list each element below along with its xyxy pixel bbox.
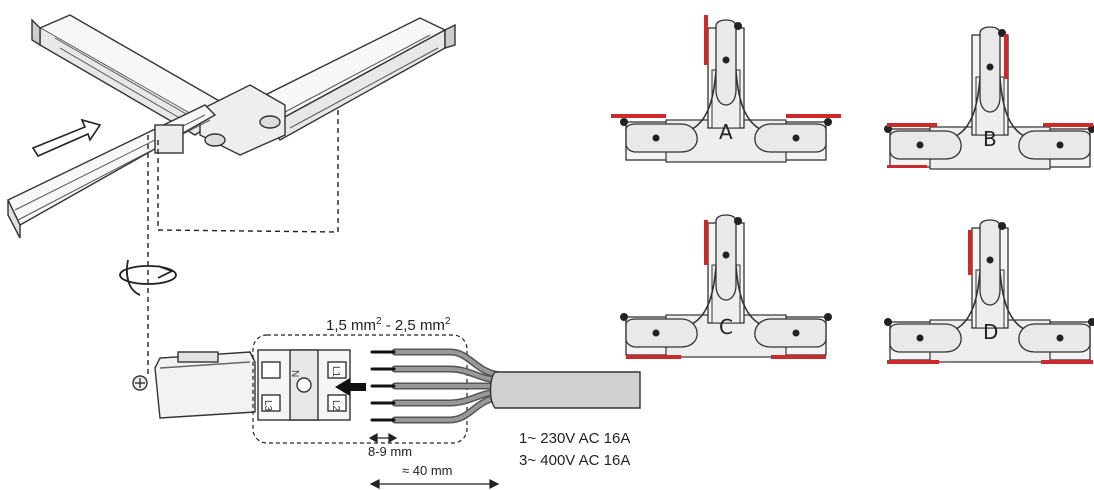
connector-b-label: B [983, 127, 997, 151]
connector-b: B [883, 26, 1094, 170]
wire-bundle [370, 348, 504, 424]
terminal-l1: L1 [330, 366, 341, 378]
connector-d-label: D [983, 320, 998, 344]
dimension-arrows [368, 432, 500, 489]
sheath-length-label: ≈ 40 mm [402, 463, 453, 478]
terminal-labels: N L1 L3 L2 [262, 366, 341, 412]
connector-a: A [611, 15, 841, 163]
feed-connector [132, 349, 351, 421]
connector-c-label: C [719, 315, 733, 339]
connector-a-label: A [719, 120, 733, 144]
strip-length-label: 8-9 mm [368, 444, 413, 459]
spec-three-phase: 3~ 400V AC 16A [519, 452, 631, 469]
track-assembly [7, 14, 456, 239]
terminal-l2: L2 [330, 400, 341, 412]
insert-arrow-icon [31, 118, 102, 158]
guide-lines [147, 110, 339, 378]
rotate-arrow-icon [119, 259, 177, 296]
spec-single-phase: 1~ 230V AC 16A [519, 430, 631, 447]
connector-d: D [883, 219, 1094, 364]
connector-c: C [619, 214, 833, 359]
wire-insert-arrow-icon [335, 378, 366, 396]
terminal-l3: L3 [262, 400, 273, 412]
terminal-n: N [289, 370, 300, 377]
wire-gauge-label: 1,5 mm2 - 2,5 mm2 [326, 316, 451, 334]
cable-sheath [489, 371, 641, 409]
